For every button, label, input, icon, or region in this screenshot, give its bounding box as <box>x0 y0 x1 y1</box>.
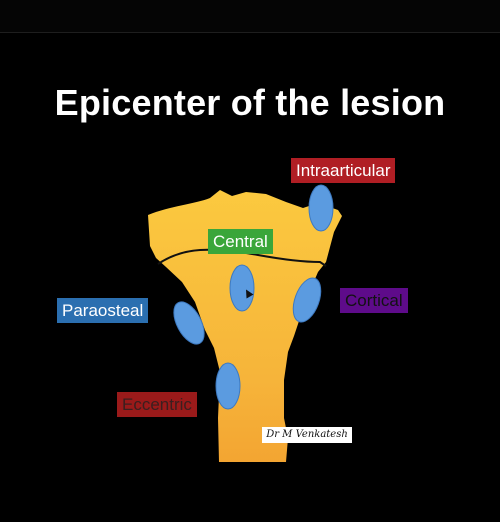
lesion-paraosteal <box>173 301 205 345</box>
author-signature: Dr M Venkatesh <box>262 427 352 443</box>
lesion-eccentric <box>215 362 241 410</box>
lesion-central <box>229 264 255 312</box>
lesion-cortical <box>292 277 322 323</box>
top-bar <box>0 0 500 33</box>
bone-shape <box>148 190 342 462</box>
lesion-intraarticular <box>308 184 334 232</box>
label-paraosteal: Paraosteal <box>57 298 149 323</box>
label-central: Central <box>208 229 273 254</box>
label-eccentric: Eccentric <box>117 392 197 417</box>
label-intraarticular: Intraarticular <box>291 158 396 183</box>
label-cortical: Cortical <box>340 288 408 313</box>
slide-title: Epicenter of the lesion <box>54 82 446 123</box>
